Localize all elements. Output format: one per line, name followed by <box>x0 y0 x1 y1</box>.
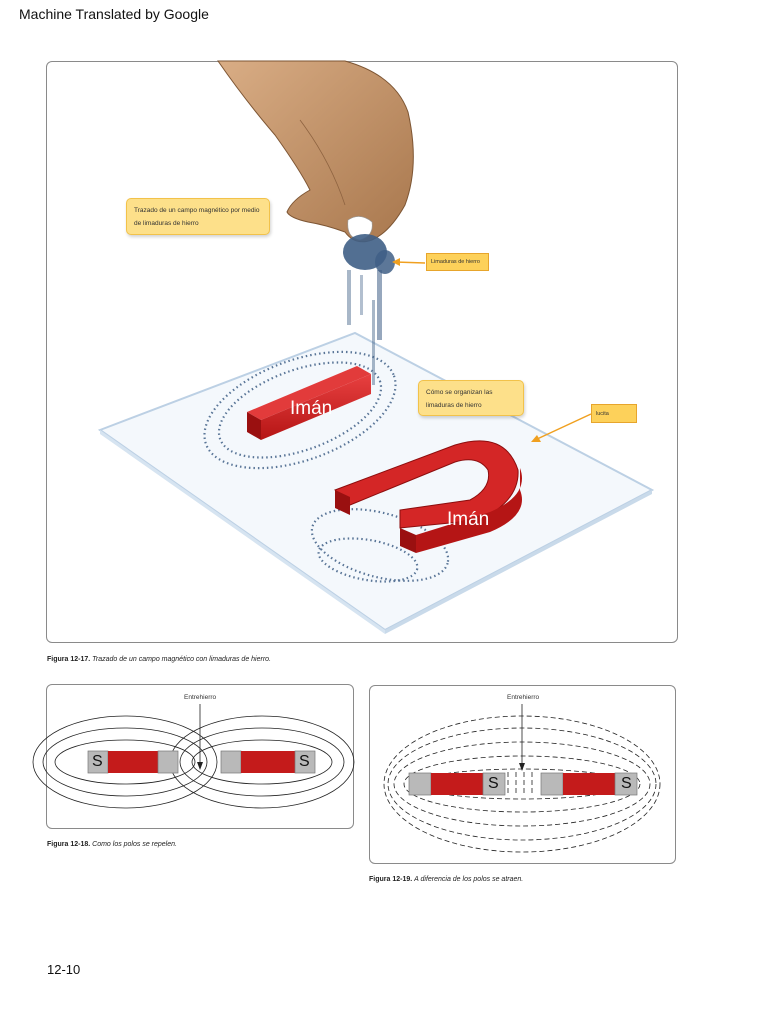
magnet-left-18 <box>87 750 179 774</box>
bar-magnet <box>247 366 371 440</box>
page-number: 12-10 <box>47 962 81 977</box>
caption-number: Figura 12-18. <box>47 841 91 848</box>
pole-label-19-left: S <box>488 775 499 792</box>
pole-label-18-left: S <box>92 753 103 770</box>
air-gap-label-18: Entrehierro <box>184 694 217 701</box>
iron-filings <box>343 234 395 385</box>
magnet-right-18 <box>220 750 316 774</box>
magnet-label-bar: Imán <box>290 398 333 419</box>
magnet-right-19 <box>540 772 638 796</box>
caption-number: Figura 12-17. <box>47 656 91 663</box>
magnet-left-19 <box>408 772 506 796</box>
caption-number: Figura 12-19. <box>369 876 413 883</box>
caption-text: A diferencia de los polos se atraen. <box>414 876 524 883</box>
callout-lucite: lucita <box>591 404 637 423</box>
caption-text: Como los polos se repelen. <box>92 841 177 848</box>
callout-iron-filings: Limaduras de hierro <box>426 253 489 271</box>
figure-12-19-caption: Figura 12-19. A diferencia de los polos … <box>369 876 523 883</box>
callout-filings-organize: Cómo se organizan las limaduras de hierr… <box>418 380 524 416</box>
pole-label-19-right: S <box>621 775 632 792</box>
air-gap-label-19: Entrehierro <box>507 694 540 701</box>
translation-banner: Machine Translated by Google <box>19 6 209 22</box>
hand <box>217 60 414 243</box>
figure-12-18-caption: Figura 12-18. Como los polos se repelen. <box>47 841 177 848</box>
lucite-plate-edge <box>100 430 385 634</box>
magnet-label-horseshoe: Imán <box>447 509 490 530</box>
figure-12-17-caption: Figura 12-17. Trazado de un campo magnét… <box>47 656 271 663</box>
callout-tracing-field: Trazado de un campo magnético por medio … <box>126 198 270 235</box>
caption-text: Trazado de un campo magnético con limadu… <box>92 656 271 663</box>
horseshoe-magnet <box>334 440 522 553</box>
pole-label-18-right: S <box>299 753 310 770</box>
